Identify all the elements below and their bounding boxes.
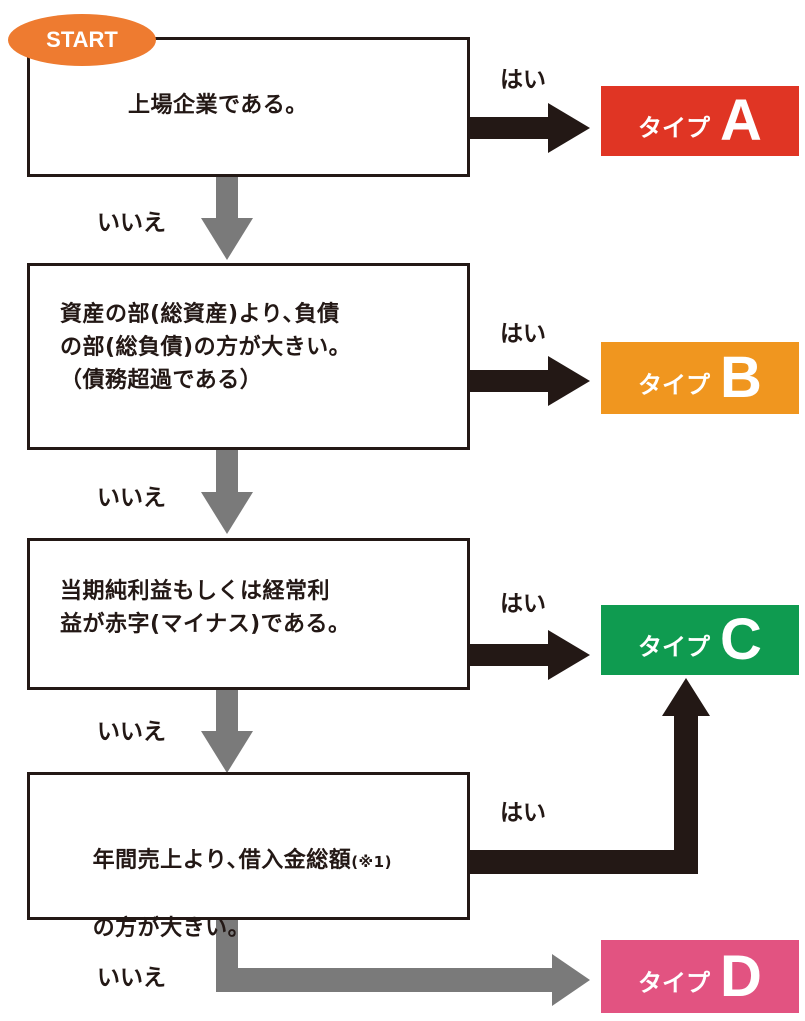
question-1-text: 上場企業である。 — [128, 93, 308, 118]
question-4-line-1: 年間売上より､借入金総額 — [92, 848, 352, 873]
yes-arrow-4 — [470, 678, 710, 874]
type-a-prefix: タイプ — [638, 113, 711, 142]
question-box-2: 資産の部(総資産)より､負債 の部(総負債)の方が大きい。 （債務超過である） — [27, 263, 470, 450]
yes-arrow-3-shaft — [470, 644, 552, 666]
yes-label-2: はい — [500, 321, 546, 347]
type-b-prefix: タイプ — [638, 370, 711, 399]
question-4-line-2: の方が大きい。 — [92, 916, 251, 941]
type-box-a: タイプ A — [601, 86, 799, 156]
no-label-4: いいえ — [97, 965, 166, 991]
yes-arrow-1-shaft — [470, 117, 552, 139]
type-c-prefix: タイプ — [638, 632, 711, 661]
yes-arrow-3-head — [548, 630, 590, 680]
question-box-3: 当期純利益もしくは経常利 益が赤字(マイナス)である。 — [27, 538, 470, 690]
question-4-note: (※1) — [351, 853, 392, 871]
no-arrow-3-shaft — [216, 687, 238, 735]
no-arrow-4-path — [216, 917, 590, 1006]
type-box-c: タイプ C — [601, 605, 799, 675]
type-box-d: タイプ D — [601, 940, 799, 1013]
no-arrow-2 — [201, 448, 253, 534]
yes-arrow-2-shaft — [470, 370, 552, 392]
type-b-letter: B — [720, 345, 762, 410]
type-d-letter: D — [720, 943, 762, 1009]
question-2-text: 資産の部(総資産)より､負債 の部(総負債)の方が大きい。 （債務超過である） — [60, 302, 352, 393]
yes-label-4: はい — [500, 800, 546, 826]
yes-arrow-3 — [470, 630, 590, 680]
start-badge: START — [8, 14, 156, 66]
no-arrow-1 — [201, 174, 253, 260]
question-box-4: 年間売上より､借入金総額(※1) の方が大きい。 — [27, 772, 470, 941]
type-d-prefix: タイプ — [638, 969, 711, 997]
yes-arrow-2-head — [548, 356, 590, 406]
no-arrow-2-head — [201, 492, 253, 534]
type-box-b: タイプ B — [601, 342, 799, 414]
no-arrow-1-head — [201, 218, 253, 260]
no-arrow-1-shaft — [216, 174, 238, 222]
type-c-letter: C — [720, 607, 762, 672]
yes-arrow-2 — [470, 356, 590, 406]
yes-arrow-4-path — [470, 678, 710, 874]
no-arrow-4 — [216, 917, 590, 1006]
no-label-2: いいえ — [97, 485, 166, 511]
yes-label-1: はい — [500, 67, 546, 93]
no-label-3: いいえ — [97, 719, 166, 745]
type-a-letter: A — [720, 88, 762, 153]
no-label-1: いいえ — [97, 210, 166, 236]
no-arrow-3 — [201, 687, 253, 773]
no-arrow-2-shaft — [216, 448, 238, 496]
yes-label-3: はい — [500, 591, 546, 617]
question-3-text: 当期純利益もしくは経常利 益が赤字(マイナス)である。 — [60, 579, 351, 637]
yes-arrow-1-head — [548, 103, 590, 153]
question-box-1: 上場企業である。 — [27, 37, 470, 177]
yes-arrow-1 — [470, 103, 590, 153]
no-arrow-3-head — [201, 731, 253, 773]
question-4-text: 年間売上より､借入金総額(※1) の方が大きい。 — [60, 811, 392, 978]
